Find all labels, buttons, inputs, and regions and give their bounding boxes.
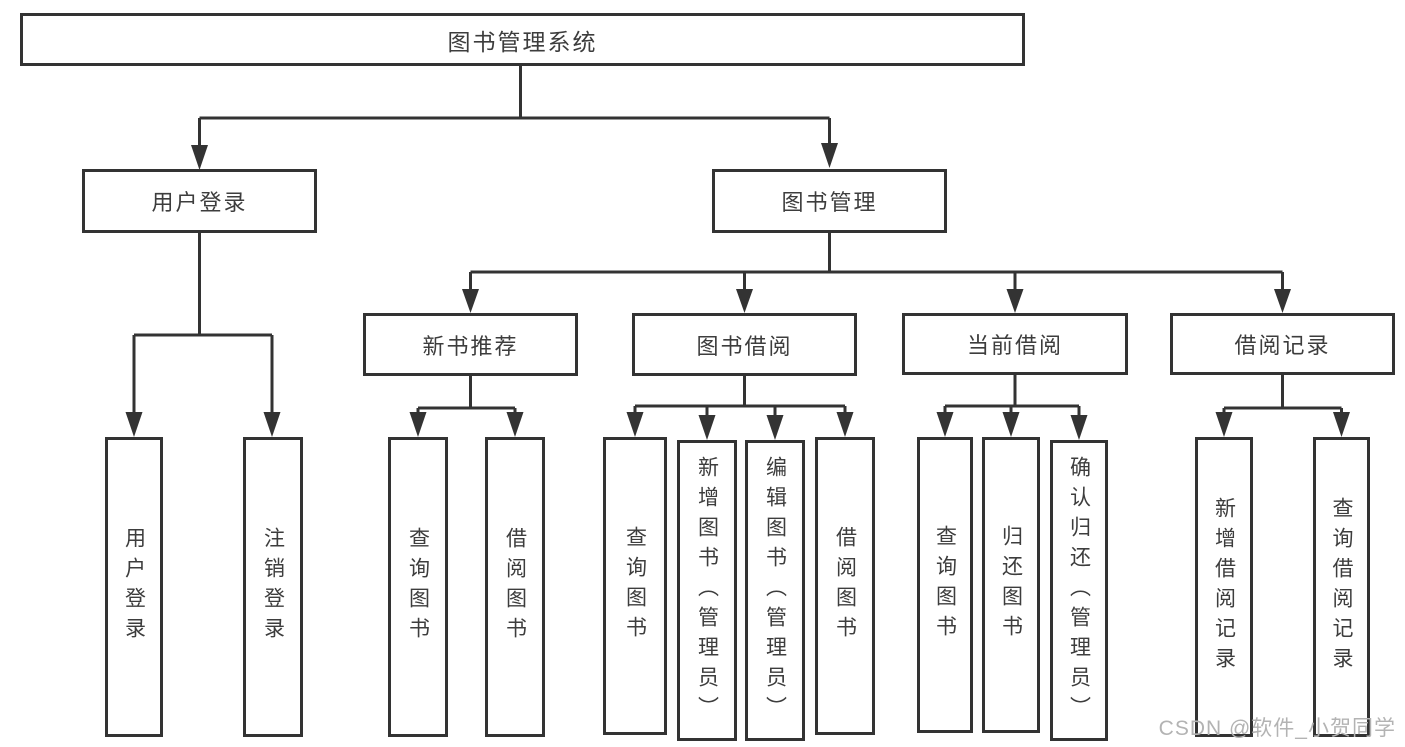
arrowhead bbox=[462, 289, 479, 313]
arrowhead bbox=[766, 415, 784, 440]
connector-current-borrow-children bbox=[936, 375, 1088, 440]
arrowhead bbox=[125, 412, 143, 437]
arrowhead bbox=[1274, 289, 1291, 313]
leaf-edit-book-admin-label: 编辑图书（管理员） bbox=[763, 455, 787, 726]
leaf-query-books-current-label: 查询图书 bbox=[933, 525, 957, 645]
connector-user-login-children bbox=[125, 233, 281, 437]
node-new-book-recommend: 新书推荐 bbox=[363, 313, 578, 376]
leaf-logout: 注销登录 bbox=[243, 437, 303, 737]
leaf-query-books-current: 查询图书 bbox=[917, 437, 973, 733]
arrowhead bbox=[626, 412, 644, 437]
leaf-confirm-return-admin-label: 确认归还（管理员） bbox=[1067, 455, 1091, 726]
node-current-borrow-label: 当前借阅 bbox=[966, 333, 1063, 358]
node-borrow-records: 借阅记录 bbox=[1170, 313, 1395, 375]
arrowhead bbox=[1333, 412, 1350, 437]
leaf-borrow-books-recommend: 借阅图书 bbox=[485, 437, 545, 737]
arrowhead bbox=[736, 289, 753, 313]
leaf-user-login: 用户登录 bbox=[105, 437, 163, 737]
leaf-user-login-label: 用户登录 bbox=[122, 527, 146, 647]
connector-book-management-children bbox=[462, 233, 1291, 313]
arrowhead bbox=[263, 412, 281, 437]
leaf-add-borrow-record: 新增借阅记录 bbox=[1195, 437, 1253, 737]
arrowhead bbox=[1002, 412, 1020, 437]
leaf-query-books-recommend-label: 查询图书 bbox=[406, 527, 430, 647]
leaf-add-book-admin-label: 新增图书（管理员） bbox=[695, 455, 719, 726]
leaf-borrow-books-label: 借阅图书 bbox=[833, 526, 857, 646]
leaf-borrow-books-recommend-label: 借阅图书 bbox=[503, 527, 527, 647]
watermark: CSDN @软件_小贺同学 bbox=[1158, 717, 1396, 740]
arrowhead bbox=[1006, 289, 1024, 313]
leaf-query-books-borrow-label: 查询图书 bbox=[623, 526, 647, 646]
leaf-query-books-borrow: 查询图书 bbox=[603, 437, 667, 735]
leaf-query-borrow-record-label: 查询借阅记录 bbox=[1330, 497, 1353, 677]
arrowhead bbox=[698, 415, 716, 440]
leaf-logout-label: 注销登录 bbox=[261, 527, 285, 647]
node-new-book-recommend-label: 新书推荐 bbox=[422, 333, 519, 359]
leaf-return-book-label: 归还图书 bbox=[999, 525, 1023, 645]
leaf-return-book: 归还图书 bbox=[982, 437, 1040, 733]
leaf-edit-book-admin: 编辑图书（管理员） bbox=[745, 440, 805, 741]
node-root: 图书管理系统 bbox=[20, 13, 1025, 66]
node-book-borrow-label: 图书借阅 bbox=[696, 333, 793, 359]
node-book-management-label: 图书管理 bbox=[781, 190, 878, 215]
arrowhead bbox=[506, 412, 524, 437]
leaf-confirm-return-admin: 确认归还（管理员） bbox=[1050, 440, 1108, 741]
arrowhead bbox=[1215, 412, 1233, 437]
arrowhead bbox=[936, 412, 954, 437]
arrowhead bbox=[1070, 415, 1088, 440]
node-root-label: 图书管理系统 bbox=[447, 28, 598, 55]
node-book-borrow: 图书借阅 bbox=[632, 313, 857, 376]
connector-book-borrow-children bbox=[626, 376, 854, 440]
node-user-login: 用户登录 bbox=[82, 169, 317, 233]
leaf-add-book-admin: 新增图书（管理员） bbox=[677, 440, 737, 741]
leaf-borrow-books: 借阅图书 bbox=[815, 437, 875, 735]
connector-root-to-level1 bbox=[191, 66, 838, 170]
node-book-management: 图书管理 bbox=[712, 169, 947, 233]
node-borrow-records-label: 借阅记录 bbox=[1234, 333, 1331, 358]
connector-new-book-children bbox=[409, 376, 524, 437]
leaf-add-borrow-record-label: 新增借阅记录 bbox=[1212, 497, 1236, 677]
arrowhead bbox=[409, 412, 427, 437]
leaf-query-borrow-record: 查询借阅记录 bbox=[1313, 437, 1370, 737]
arrowhead bbox=[821, 143, 838, 168]
arrowhead bbox=[836, 412, 854, 437]
node-current-borrow: 当前借阅 bbox=[902, 313, 1128, 375]
connector-borrow-record-children bbox=[1215, 375, 1350, 437]
arrowhead bbox=[191, 145, 208, 170]
node-user-login-label: 用户登录 bbox=[151, 190, 248, 215]
leaf-query-books-recommend: 查询图书 bbox=[388, 437, 448, 737]
